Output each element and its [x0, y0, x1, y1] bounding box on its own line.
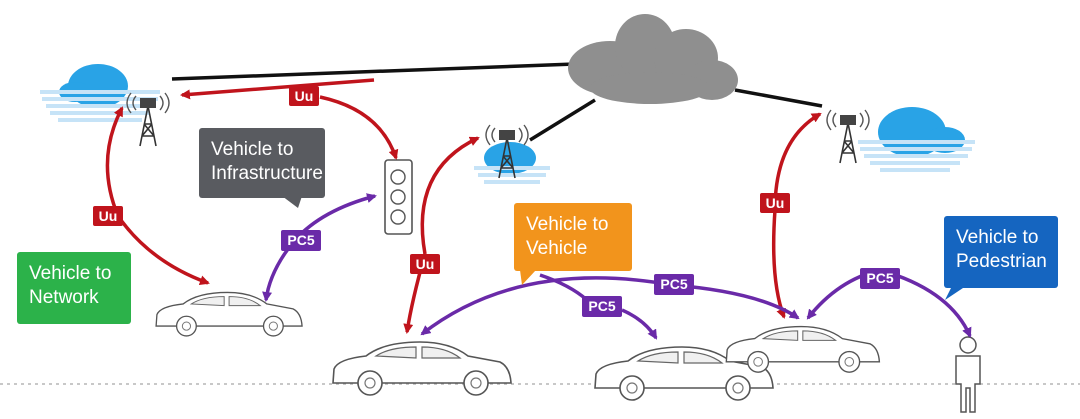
pc5-tag-infrastructure: PC5: [281, 230, 321, 251]
uu-tag-top: Uu: [289, 86, 319, 106]
uu-arrow-left-down: [116, 215, 210, 285]
uu-arrow-left-up: [105, 106, 124, 217]
pc5-arrow-short: [621, 308, 658, 340]
callout-network-line1: Vehicle to: [29, 263, 112, 284]
cell-tower-icon: [826, 109, 870, 164]
callout-vehicle-line1: Vehicle to: [526, 214, 609, 235]
uu-tag-middle: Uu: [410, 254, 440, 274]
pc5-tag-pedestrian: PC5: [860, 268, 900, 289]
callout-infrastructure-line1: Vehicle to: [211, 139, 294, 160]
pc5-tag-vehicle-long: PC5: [654, 274, 694, 295]
car-icon: [155, 291, 303, 337]
sky-cloud-left: [40, 64, 160, 122]
uu-arrow-top: [180, 78, 375, 100]
sky-cloud-right: [858, 107, 975, 172]
backhaul-link-right: [734, 88, 823, 108]
car-icon: [725, 325, 881, 373]
cloud-icon: [568, 14, 738, 104]
callout-pedestrian-line2: Pedestrian: [956, 251, 1047, 272]
car-icon: [332, 341, 512, 396]
pc5-arrow-long-left: [420, 276, 673, 336]
traffic-light-icon: [384, 159, 413, 235]
uu-tag-left: Uu: [93, 206, 123, 226]
uu-arrow-middle-up: [420, 136, 480, 255]
callout-vehicle-to-pedestrian: Vehicle to Pedestrian: [944, 216, 1058, 288]
uu-arrow-right-down: [771, 209, 786, 319]
uu-arrow-light: [319, 95, 399, 160]
callout-vehicle-to-vehicle: Vehicle to Vehicle: [514, 203, 632, 271]
callout-pedestrian-line1: Vehicle to: [956, 227, 1039, 248]
callout-vehicle-to-infrastructure: Vehicle to Infrastructure: [199, 128, 325, 198]
pc5-tag-vehicle-short: PC5: [582, 296, 622, 317]
callout-vehicle-line2: Vehicle: [526, 238, 588, 259]
person-icon: [955, 336, 981, 413]
backhaul-link-middle: [529, 98, 596, 142]
callout-network-line2: Network: [29, 287, 99, 308]
uu-tag-right: Uu: [760, 193, 790, 213]
callout-infrastructure-line2: Infrastructure: [211, 163, 323, 184]
callout-vehicle-to-network: Vehicle to Network: [17, 252, 131, 324]
backhaul-link-left: [171, 62, 576, 81]
